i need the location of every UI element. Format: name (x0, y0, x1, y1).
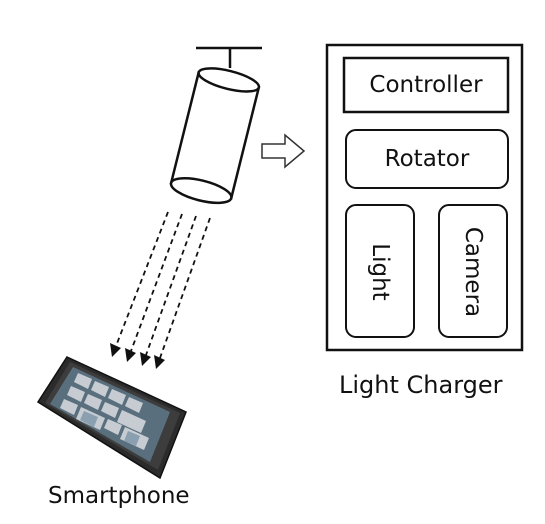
right-arrow-icon (261, 133, 306, 169)
light-label: Light (367, 243, 393, 301)
light-charger-caption: Light Charger (339, 371, 503, 399)
controller-box (342, 56, 510, 114)
smartphone-icon (36, 356, 187, 480)
controller-label: Controller (369, 72, 483, 98)
smartphone-caption: Smartphone (48, 483, 190, 509)
light-beam-icon (110, 211, 211, 369)
lamp-icon (169, 67, 261, 205)
light-box (345, 204, 415, 338)
camera-label: Camera (460, 226, 486, 318)
rotator-box (345, 129, 509, 189)
camera-box (438, 204, 508, 338)
light-charger-frame (325, 43, 524, 352)
rotator-label: Rotator (384, 146, 470, 172)
lamp-mount (196, 46, 262, 68)
